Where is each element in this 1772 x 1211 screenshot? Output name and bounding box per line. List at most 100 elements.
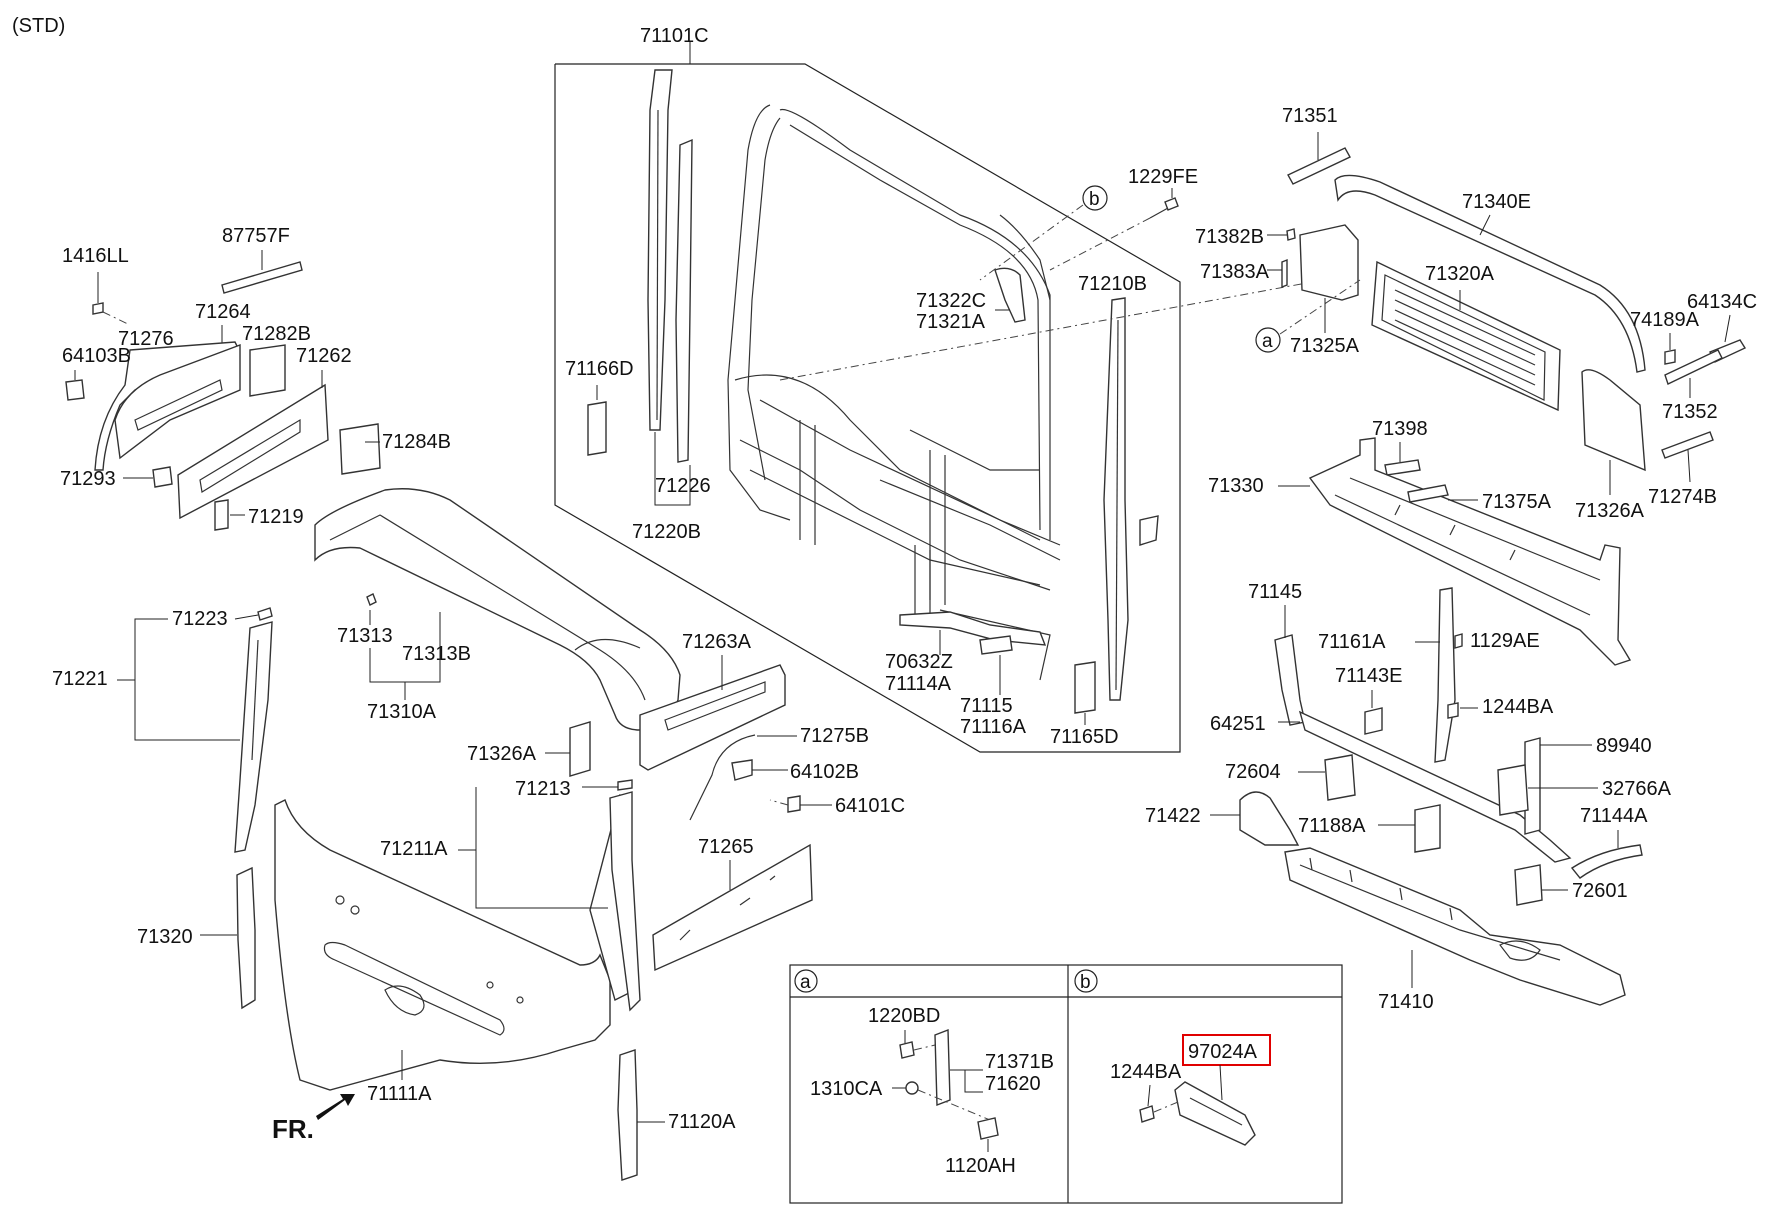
label-71330[interactable]: 71330 [1208, 475, 1264, 497]
label-71262[interactable]: 71262 [296, 345, 352, 367]
label-71211A[interactable]: 71211A [380, 838, 448, 860]
label-71114A[interactable]: 71114A [885, 673, 952, 695]
label-71383A[interactable]: 71383A [1200, 261, 1270, 283]
label-71325A[interactable]: 71325A [1290, 335, 1360, 357]
label-71210B[interactable]: 71210B [1078, 273, 1147, 295]
label-71375A[interactable]: 71375A [1482, 491, 1552, 513]
panel-71263A [639, 664, 786, 771]
bolt-1229FE [1164, 197, 1179, 211]
label-71144A[interactable]: 71144A [1580, 805, 1648, 827]
label-71226[interactable]: 71226 [655, 475, 711, 497]
clip-74189A [1664, 349, 1676, 365]
label-71313B[interactable]: 71313B [402, 643, 471, 665]
label-71382B[interactable]: 71382B [1195, 226, 1264, 248]
label-74189A[interactable]: 74189A [1630, 309, 1700, 331]
label-71340E[interactable]: 71340E [1462, 191, 1531, 213]
label-71213[interactable]: 71213 [515, 778, 571, 800]
label-71326A-right[interactable]: 71326A [1575, 500, 1645, 522]
label-1310CA[interactable]: 1310CA [810, 1078, 883, 1100]
label-71166D[interactable]: 71166D [565, 358, 634, 380]
label-71165D[interactable]: 71165D [1050, 726, 1119, 748]
label-71274B[interactable]: 71274B [1648, 486, 1717, 508]
label-71284B[interactable]: 71284B [382, 431, 451, 453]
label-71221[interactable]: 71221 [52, 668, 108, 690]
label-71351[interactable]: 71351 [1282, 105, 1338, 127]
label-70632Z[interactable]: 70632Z [885, 651, 953, 673]
roof-71313B [314, 488, 681, 731]
plate-71143E [1364, 707, 1383, 735]
label-71326A-left[interactable]: 71326A [467, 743, 537, 765]
strip-87757F [221, 261, 303, 294]
bracket-71326A-left [569, 721, 591, 777]
label-71263A[interactable]: 71263A [682, 631, 752, 653]
label-71264[interactable]: 71264 [195, 301, 251, 323]
bracket-71398 [1384, 459, 1421, 476]
label-1229FE[interactable]: 1229FE [1128, 166, 1198, 188]
label-71313[interactable]: 71313 [337, 625, 393, 647]
label-71220B[interactable]: 71220B [632, 521, 701, 543]
label-71265[interactable]: 71265 [698, 836, 754, 858]
callout-b-marker[interactable] [1082, 185, 1108, 211]
bolt-1129AE [1454, 633, 1463, 649]
detail-a-title: a [800, 972, 811, 993]
front-marker: FR. [272, 1114, 314, 1144]
label-71320A[interactable]: 71320A [1425, 263, 1495, 285]
bolt-1120AH [977, 1117, 999, 1140]
label-71293[interactable]: 71293 [60, 468, 116, 490]
label-71422[interactable]: 71422 [1145, 805, 1201, 827]
callout-a-marker[interactable] [1255, 327, 1281, 353]
label-1244BA-right[interactable]: 1244BA [1482, 696, 1554, 718]
label-1244BA-detail[interactable]: 1244BA [1110, 1061, 1182, 1083]
highlight-97024A [1182, 1034, 1271, 1066]
label-71352[interactable]: 71352 [1662, 401, 1718, 423]
label-71410[interactable]: 71410 [1378, 991, 1434, 1013]
label-1416LL[interactable]: 1416LL [62, 245, 129, 267]
label-71161A[interactable]: 71161A [1318, 631, 1386, 653]
label-71145[interactable]: 71145 [1248, 581, 1302, 603]
rail-71340E [1334, 174, 1646, 373]
label-71275B[interactable]: 71275B [800, 725, 869, 747]
label-87757F[interactable]: 87757F [222, 225, 290, 247]
label-64102B[interactable]: 64102B [790, 761, 859, 783]
label-71101C[interactable]: 71101C [640, 25, 709, 47]
label-71321A[interactable]: 71321A [916, 311, 986, 333]
label-71115[interactable]: 71115 [960, 695, 1013, 717]
pillar-71320 [236, 866, 256, 1010]
label-1129AE[interactable]: 1129AE [1470, 630, 1540, 652]
crossmember-71330 [1308, 437, 1632, 666]
label-64251[interactable]: 64251 [1210, 713, 1266, 735]
label-71398[interactable]: 71398 [1372, 418, 1428, 440]
label-71120A[interactable]: 71120A [668, 1111, 736, 1133]
label-89940[interactable]: 89940 [1596, 735, 1652, 757]
label-72601[interactable]: 72601 [1572, 880, 1628, 902]
label-1220BD[interactable]: 1220BD [868, 1005, 940, 1027]
label-71111A[interactable]: 71111A [367, 1083, 432, 1105]
label-71322C[interactable]: 71322C [916, 290, 986, 312]
label-71223[interactable]: 71223 [172, 608, 228, 630]
bolt-64101C [787, 795, 801, 813]
label-1120AH[interactable]: 1120AH [945, 1155, 1016, 1177]
bracket-89940 [1524, 737, 1541, 835]
label-97024A[interactable]: 97024A [1188, 1041, 1258, 1063]
label-71282B[interactable]: 71282B [242, 323, 311, 345]
label-64134C[interactable]: 64134C [1687, 291, 1757, 313]
label-64101C[interactable]: 64101C [835, 795, 905, 817]
label-71276[interactable]: 71276 [118, 328, 174, 350]
nut-1310CA [905, 1081, 919, 1095]
label-64103B[interactable]: 64103B [62, 345, 131, 367]
bolt-1244BA-detail [1139, 1105, 1155, 1123]
label-71320[interactable]: 71320 [137, 926, 193, 948]
bracket-72604 [1324, 754, 1356, 801]
label-71143E[interactable]: 71143E [1335, 665, 1402, 687]
label-71371B[interactable]: 71371B [985, 1051, 1054, 1073]
label-71116A[interactable]: 71116A [960, 716, 1027, 738]
pillar-71166D-group [587, 69, 693, 463]
label-32766A[interactable]: 32766A [1602, 778, 1672, 800]
label-72604[interactable]: 72604 [1225, 761, 1281, 783]
label-71310A[interactable]: 71310A [367, 701, 437, 723]
front-arrow-icon [316, 1094, 355, 1120]
label-71188A[interactable]: 71188A [1298, 815, 1366, 837]
bracket-72601 [1514, 864, 1543, 906]
label-71219[interactable]: 71219 [248, 506, 304, 528]
label-71620[interactable]: 71620 [985, 1073, 1041, 1095]
